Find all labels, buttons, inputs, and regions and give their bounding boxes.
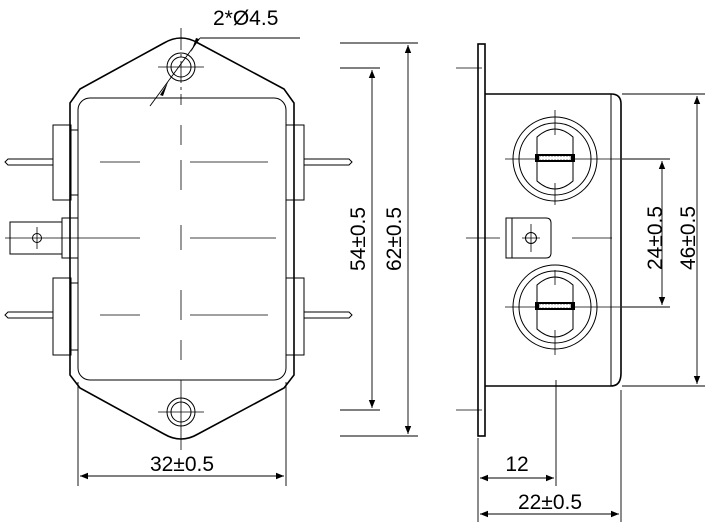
- lower-terminal-outer: [512, 264, 598, 350]
- front-view: 2*Ø4.5 32±0.5: [4, 7, 353, 486]
- flange-height-label: 62±0.5: [383, 207, 406, 271]
- total-depth-label: 22±0.5: [518, 491, 582, 514]
- flange-outline: [69, 37, 295, 440]
- right-lower-blade: [304, 311, 353, 319]
- side-view: 24±0.5 46±0.5 12 22±0.5: [456, 43, 705, 522]
- left-upper-blade: [4, 158, 53, 166]
- side-ground-tab: [505, 217, 552, 259]
- side-flange-plate: [477, 43, 486, 437]
- side-height-label: 46±0.5: [677, 206, 700, 270]
- width-dimension-label: 32±0.5: [150, 453, 214, 476]
- body-outline: [77, 97, 287, 381]
- body-height-label: 54±0.5: [347, 207, 370, 271]
- offset-depth-label: 12: [505, 453, 528, 476]
- terminal-pitch-label: 24±0.5: [644, 206, 667, 270]
- right-upper-blade: [304, 158, 353, 166]
- left-lower-blade: [4, 311, 53, 319]
- upper-terminal-outer: [512, 116, 598, 202]
- side-body-outline: [485, 93, 622, 387]
- hole-callout-label: 2*Ø4.5: [213, 7, 278, 30]
- vertical-dimensions: 54±0.5 62±0.5: [340, 42, 418, 437]
